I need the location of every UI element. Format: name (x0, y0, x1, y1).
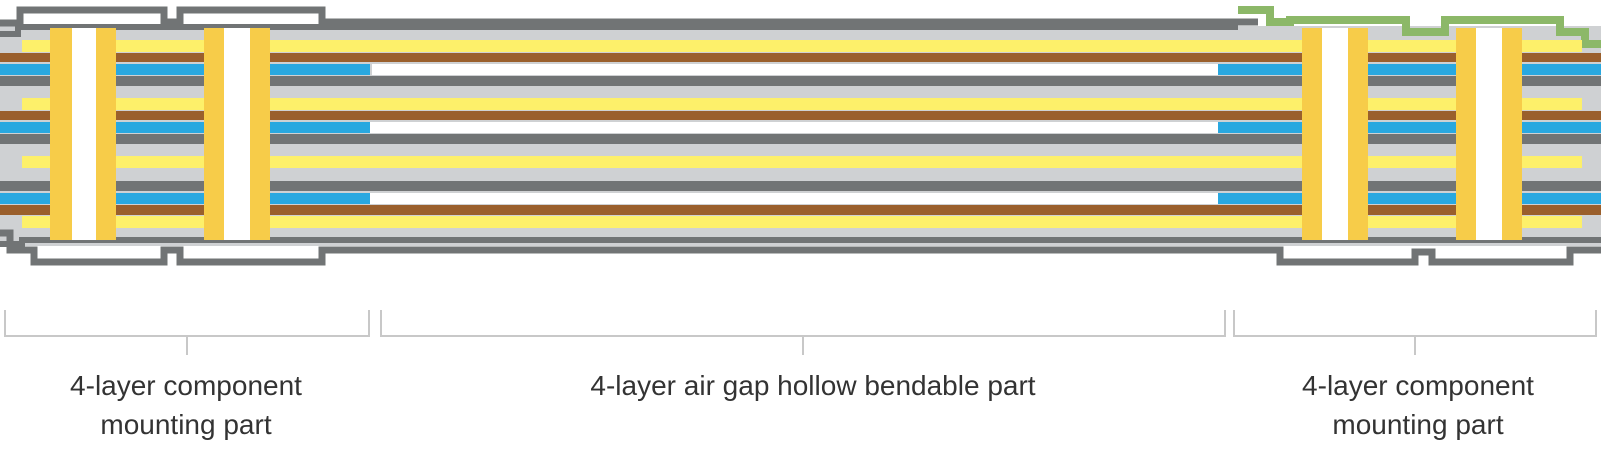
air-gap-3 (370, 193, 1218, 204)
section-brackets (4, 310, 1597, 355)
section-label-center: 4-layer air gap hollow bendable part (590, 370, 1036, 401)
bottom-coverlay (0, 229, 1601, 266)
via-left-2 (204, 28, 270, 240)
copper-layer-2 (0, 111, 1601, 120)
core-layer-2-right (1218, 122, 1601, 133)
bracket-left (4, 310, 370, 355)
adhesive-layer-4 (22, 216, 1582, 228)
bracket-right (1233, 310, 1597, 355)
air-gap-1 (372, 64, 1218, 75)
via-left-1 (50, 28, 116, 240)
via-right-2 (1456, 28, 1522, 240)
via-hole (224, 28, 250, 240)
adhesive-layer-3 (22, 156, 1582, 168)
via-plating-inner (68, 28, 72, 240)
core-layer-2-left (0, 122, 370, 133)
adhesive-layer-1 (22, 40, 1582, 52)
core-layer-3-left (0, 193, 370, 204)
top-coverlay (0, 6, 1258, 27)
via-hole (70, 28, 96, 240)
section-label-right: 4-layer component mounting part (1302, 370, 1534, 440)
copper-layer-3 (0, 205, 1601, 215)
via-right-1 (1302, 28, 1368, 240)
via-hole (1476, 28, 1502, 240)
core-layer-1-right (1218, 64, 1601, 75)
bottom-coverlay-inner (0, 237, 1601, 247)
gray-layer-2 (0, 134, 1601, 144)
adhesive-layer-2 (22, 98, 1582, 110)
section-label-left: 4-layer component mounting part (70, 370, 302, 440)
copper-layer-1 (0, 53, 1601, 62)
bracket-center (380, 310, 1226, 355)
solder-mask (1238, 6, 1601, 48)
core-layer-1-left (0, 64, 370, 75)
layer-stack (0, 40, 1601, 228)
via-hole (1322, 28, 1348, 240)
gray-layer-3 (0, 181, 1601, 191)
core-layer-3-right (1218, 193, 1601, 204)
air-gap-2 (370, 122, 1218, 133)
gray-layer-1 (0, 76, 1601, 86)
top-coverlay-inner (0, 24, 1238, 37)
